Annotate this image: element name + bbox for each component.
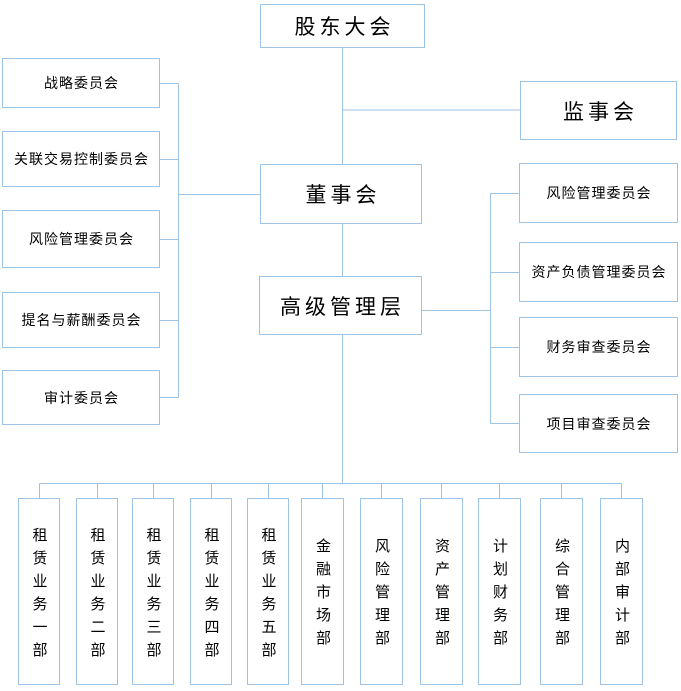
node-asset-liability-management-committee: 资产负债管理委员会 [519,242,678,302]
node-label: 租赁业务二部 [88,526,105,665]
node-label: 内部审计部 [613,538,629,653]
node-label: 租赁业务三部 [144,526,161,665]
node-label: 风险管理委员会 [546,187,652,202]
node-dept-leasing-2: 租赁业务二部 [76,498,118,685]
node-dept-general-management: 综合管理部 [540,498,583,685]
node-label: 资产负债管理委员会 [531,266,667,281]
node-dept-asset-management: 资产管理部 [420,498,463,685]
node-label: 金融市场部 [314,538,330,653]
node-label: 综合管理部 [553,538,569,653]
node-label: 财务审查委员会 [546,341,652,356]
node-label: 关联交易控制委员会 [14,153,149,168]
node-dept-risk-management: 风险管理部 [360,498,403,685]
node-dept-planning-finance: 计划财务部 [478,498,521,685]
connector-group [39,48,622,498]
node-dept-leasing-5: 租赁业务五部 [247,498,289,685]
node-label: 监事会 [563,99,638,124]
node-risk-management-committee-mgmt: 风险管理委员会 [519,163,678,223]
node-label: 股东大会 [294,15,395,39]
node-label: 租赁业务四部 [202,526,219,665]
node-label: 资产管理部 [433,538,449,653]
node-strategy-committee: 战略委员会 [2,58,160,108]
node-label: 审计委员会 [44,391,119,407]
node-label: 风险管理委员会 [29,233,134,248]
node-senior-management: 高级管理层 [259,276,422,335]
node-dept-leasing-3: 租赁业务三部 [132,498,174,685]
node-label: 租赁业务五部 [259,526,276,665]
node-shareholders-meeting: 股东大会 [260,4,425,48]
node-dept-leasing-1: 租赁业务一部 [18,498,60,685]
node-label: 风险管理部 [373,538,389,653]
node-supervisory-board: 监事会 [520,81,677,140]
node-risk-management-committee-board: 风险管理委员会 [2,210,160,268]
node-dept-financial-markets: 金融市场部 [301,498,344,685]
node-label: 项目审查委员会 [546,417,652,433]
node-audit-committee: 审计委员会 [2,370,160,425]
node-nomination-remuneration-committee: 提名与薪酬委员会 [2,292,160,348]
node-label: 董事会 [305,183,381,207]
node-financial-review-committee: 财务审查委员会 [519,317,678,377]
node-label: 计划财务部 [491,538,507,653]
node-label: 提名与薪酬委员会 [21,314,142,329]
node-board-of-directors: 董事会 [260,164,422,224]
node-dept-leasing-4: 租赁业务四部 [190,498,232,685]
node-project-review-committee: 项目审查委员会 [519,394,678,453]
node-label: 高级管理层 [280,294,405,319]
node-label: 租赁业务一部 [30,526,47,665]
node-dept-internal-audit: 内部审计部 [600,498,643,685]
node-label: 战略委员会 [44,77,119,92]
node-related-transaction-control-committee: 关联交易控制委员会 [2,131,160,187]
